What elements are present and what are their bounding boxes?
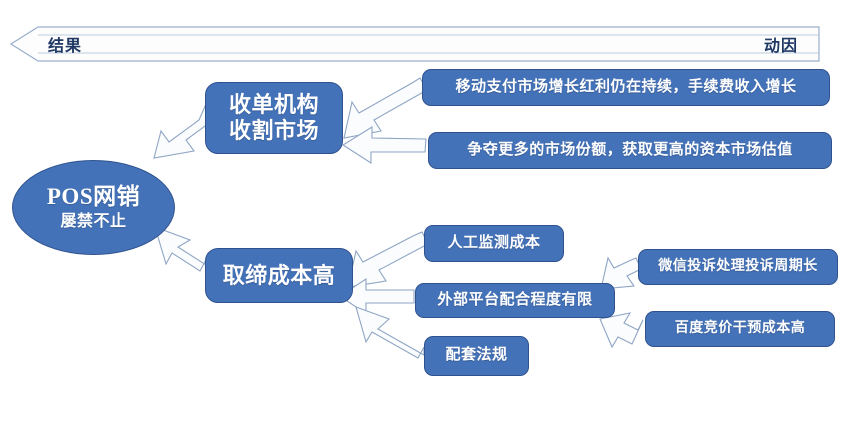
node-manual-monitoring-cost[interactable]: 人工监测成本 [424, 225, 564, 262]
banner-cause-label: 动因 [763, 38, 798, 55]
connector-regulation-to-cost [355, 306, 425, 359]
node-wechat-complaint-cycle[interactable]: 微信投诉处理投诉周期长 [638, 249, 838, 285]
connector-marketshare-to-acquirer [341, 126, 427, 165]
connector-manual-to-cost [347, 231, 429, 288]
node-root-subtitle: 屡禁不止 [60, 213, 127, 231]
connector-cost-to-root [154, 226, 208, 272]
node-market-share-valuation[interactable]: 争夺更多的市场份额，获取更高的资本市场估值 [428, 132, 832, 169]
banner-arrow-shape [10, 26, 820, 62]
node-acquirer-harvest-market[interactable]: 收单机构 收割市场 [205, 82, 343, 154]
node-regulation-label: 配套法规 [445, 347, 508, 364]
node-market-share-label: 争夺更多的市场份额，获取更高的资本市场估值 [467, 141, 793, 158]
node-wechat-label: 微信投诉处理投诉周期长 [658, 258, 818, 274]
node-acquirer-line2: 收割市场 [228, 118, 319, 143]
node-acquirer-line1: 收单机构 [228, 92, 319, 118]
node-platform-cooperation-limited[interactable]: 外部平台配合程度有限 [415, 283, 615, 318]
direction-banner: 结果 动因 [10, 26, 820, 62]
node-mobile-pay-label: 移动支付市场增长红利仍在持续，手续费收入增长 [455, 78, 797, 95]
node-cost-label: 取缔成本高 [222, 262, 336, 288]
node-manual-label: 人工监测成本 [447, 234, 541, 251]
node-mobile-payment-growth[interactable]: 移动支付市场增长红利仍在持续，手续费收入增长 [422, 69, 830, 106]
connector-mobilepay-to-acquirer [343, 77, 428, 139]
node-high-enforcement-cost[interactable]: 取缔成本高 [205, 248, 353, 303]
node-supporting-regulation[interactable]: 配套法规 [424, 336, 529, 376]
node-pos-online-sales[interactable]: POS网销 屡禁不止 [12, 160, 175, 255]
node-root-title: POS网销 [46, 184, 141, 209]
node-platform-label: 外部平台配合程度有限 [437, 291, 593, 308]
node-baidu-label: 百度竞价干预成本高 [674, 320, 806, 336]
node-baidu-bidding-cost[interactable]: 百度竞价干预成本高 [645, 311, 835, 347]
connector-baidu-to-platform [599, 312, 644, 349]
banner-result-label: 结果 [48, 38, 83, 55]
